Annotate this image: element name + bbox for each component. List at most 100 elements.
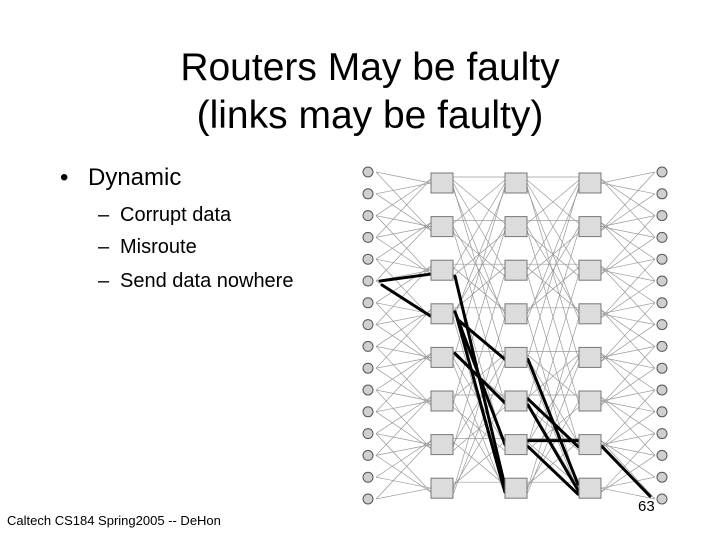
router-box	[504, 303, 528, 325]
link-line	[452, 182, 506, 271]
link-line	[600, 389, 656, 449]
slide-title: Routers May be faulty (links may be faul…	[60, 44, 680, 140]
endpoint-circle	[656, 471, 668, 483]
faulty-link-line	[526, 403, 580, 492]
link-line	[600, 396, 656, 434]
link-line	[600, 433, 656, 445]
faulty-link-line	[526, 445, 580, 496]
link-line	[375, 440, 432, 500]
link-line	[526, 188, 580, 320]
link-line	[452, 273, 506, 448]
link-line	[600, 346, 656, 358]
link-line	[600, 178, 656, 238]
subbullet-text: Corrupt data	[120, 204, 232, 226]
router-box	[430, 303, 454, 325]
endpoint-circle	[362, 210, 374, 222]
title-line-1: Routers May be faulty	[180, 46, 560, 89]
router-box	[504, 346, 528, 368]
link-line	[375, 396, 432, 434]
router-box	[578, 216, 602, 238]
link-line	[375, 389, 432, 402]
endpoint-circle	[362, 471, 374, 483]
endpoint-circle	[656, 210, 668, 222]
router-box	[430, 216, 454, 238]
endpoint-circle	[656, 384, 668, 396]
endpoint-circle	[656, 166, 668, 178]
link-line	[600, 309, 656, 369]
link-line	[600, 346, 656, 406]
dash-icon: –	[98, 236, 110, 258]
faulty-link-line	[380, 283, 432, 318]
link-line	[600, 487, 656, 500]
link-line	[375, 258, 432, 271]
link-line	[600, 265, 656, 325]
router-box	[430, 172, 454, 194]
router-box	[578, 434, 602, 456]
endpoint-circle	[362, 428, 374, 440]
link-line	[375, 215, 432, 275]
router-grid	[430, 172, 602, 499]
link-line	[600, 433, 656, 493]
link-line	[600, 171, 656, 231]
link-line	[375, 346, 432, 406]
faulty-link-line	[455, 316, 507, 494]
endpoint-circle	[656, 231, 668, 243]
link-line	[452, 179, 506, 224]
link-line	[600, 265, 656, 304]
link-line	[375, 433, 432, 445]
link-line	[600, 440, 656, 500]
endpoint-circle	[362, 362, 374, 374]
link-line	[600, 389, 656, 402]
link-line	[526, 179, 580, 224]
link-line	[600, 440, 656, 478]
endpoint-circle	[362, 253, 374, 265]
link-line	[452, 229, 506, 405]
endpoint-circle	[362, 449, 374, 461]
router-box	[504, 259, 528, 281]
link-line	[600, 258, 656, 271]
router-box	[504, 390, 528, 412]
link-line	[600, 222, 656, 282]
link-line	[375, 353, 432, 391]
link-line	[526, 226, 580, 314]
link-line	[375, 309, 432, 347]
link-line	[375, 487, 432, 500]
endpoint-nodes	[362, 166, 668, 505]
link-line	[526, 266, 580, 312]
link-line	[600, 258, 656, 319]
link-line	[600, 302, 656, 315]
link-line	[600, 222, 656, 260]
link-line	[526, 400, 580, 489]
link-line	[600, 353, 656, 413]
link-line	[452, 363, 506, 495]
router-box	[430, 477, 454, 499]
router-box	[430, 259, 454, 281]
footer-text: Caltech CS184 Spring2005 -- DeHon	[7, 513, 221, 528]
endpoint-circle	[656, 428, 668, 440]
link-line	[526, 357, 580, 445]
endpoint-circle	[656, 275, 668, 287]
link-line	[452, 400, 506, 489]
router-box	[578, 259, 602, 281]
link-line	[526, 363, 580, 495]
link-line	[375, 178, 432, 216]
router-box	[504, 216, 528, 238]
link-line	[375, 215, 432, 227]
endpoint-circle	[362, 493, 374, 505]
endpoint-circle	[362, 188, 374, 200]
link-line	[375, 222, 432, 260]
link-line	[452, 316, 506, 492]
faulty-links	[378, 272, 652, 498]
endpoint-circle	[656, 340, 668, 352]
endpoint-circle	[656, 188, 668, 200]
endpoint-circle	[656, 297, 668, 309]
link-line	[375, 222, 432, 282]
link-line	[600, 396, 656, 456]
faulty-link-line	[378, 272, 432, 283]
link-line	[375, 440, 432, 478]
endpoint-circle	[656, 493, 668, 505]
subbullet-text: Misroute	[120, 236, 197, 258]
link-line	[600, 215, 656, 275]
endpoint-circle	[362, 319, 374, 331]
